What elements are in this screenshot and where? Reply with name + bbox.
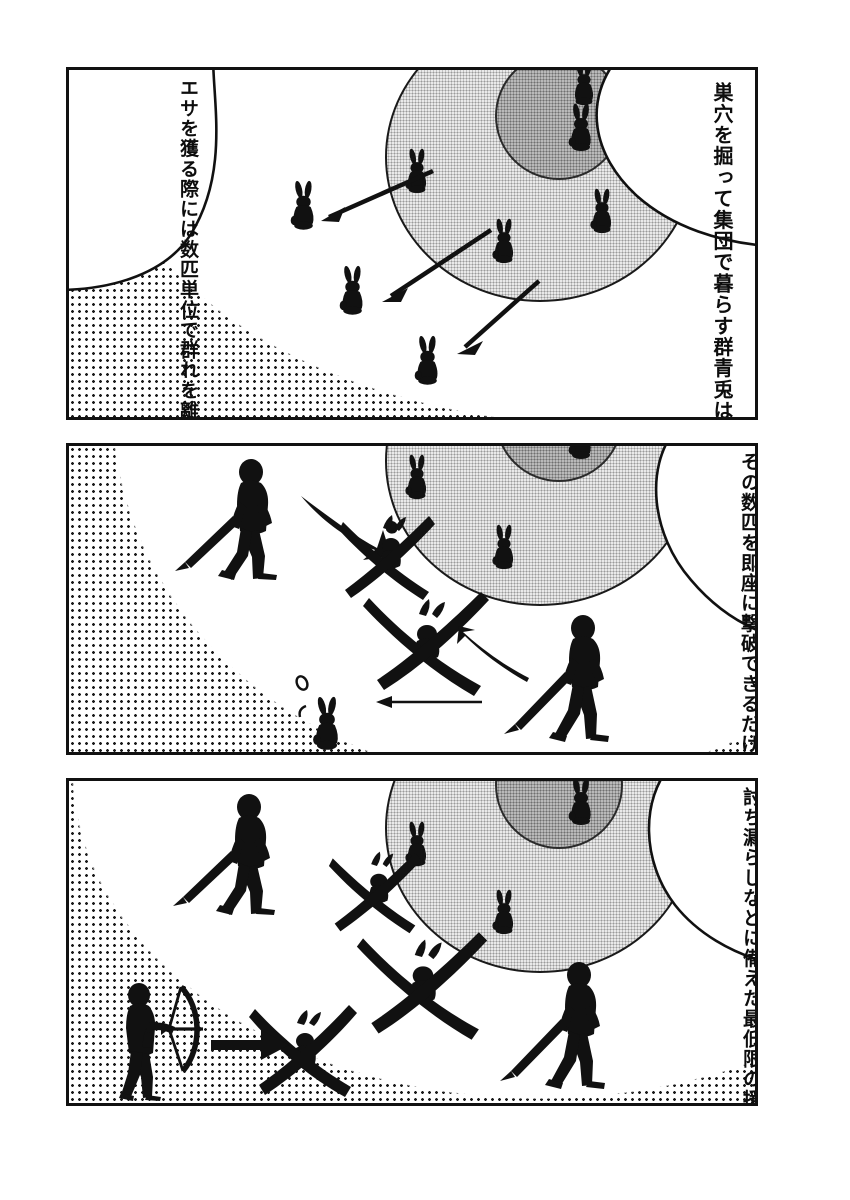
rabbit-in-nest	[565, 446, 597, 461]
dispersal-arrow	[367, 222, 497, 312]
narration-balloon-right-shape	[567, 446, 755, 673]
x-mark-defeated	[354, 926, 490, 1048]
rabbit-foraging	[411, 335, 444, 387]
dispersal-arrow	[309, 165, 439, 235]
narration-text-panel1-right: 巣穴を掘って集団で暮らす群青兎は	[710, 82, 732, 420]
attack-arrow-thick	[299, 494, 395, 566]
swordsman-silhouette	[504, 614, 641, 742]
x-mark-defeated	[247, 999, 357, 1103]
rabbit-foraging	[287, 180, 320, 232]
narration-balloon-right-shape	[541, 70, 755, 290]
x-mark-defeated	[337, 506, 437, 606]
rabbit-in-nest	[489, 889, 519, 936]
sweat-drop-icon	[297, 704, 311, 720]
x-mark-defeated	[327, 843, 423, 939]
rabbit-in-nest	[565, 103, 597, 153]
narration-text-panel3: 討ち漏らしなどに備えた最低限の援護で作戦を遂行します	[740, 787, 758, 1103]
rabbit-in-nest	[569, 70, 599, 107]
dispersal-arrow	[439, 275, 549, 365]
rabbit-in-nest	[565, 781, 597, 827]
archer-silhouette	[109, 981, 221, 1101]
narration-balloon-right-shape	[559, 781, 755, 993]
x-mark-defeated	[361, 586, 491, 704]
swordsman-silhouette	[500, 961, 637, 1089]
panel-1: 巣穴を掘って集団で暮らす群青兎は エサを獲る際には数匹単位で群れを離れるので	[66, 67, 758, 420]
swordsman-silhouette	[173, 793, 307, 915]
panel-3: 討ち漏らしなどに備えた最低限の援護で作戦を遂行します	[66, 778, 758, 1106]
rabbit-fleeing	[309, 696, 345, 752]
narration-text-panel1-left: エサを獲る際には数匹単位で群れを離れるので	[177, 78, 198, 420]
rabbit-foraging	[336, 265, 369, 317]
rabbit-in-nest	[587, 188, 617, 235]
panel-2: その数匹を即座に撃破できるだけの少数精鋭の戦力と——	[66, 443, 758, 755]
swordsman-silhouette	[175, 458, 309, 580]
rabbit-in-nest	[489, 524, 519, 571]
narration-text-panel2: その数匹を即座に撃破できるだけの少数精鋭の戦力と——	[738, 452, 758, 755]
rabbit-in-nest	[402, 454, 432, 501]
retreat-arrow-thin	[374, 691, 484, 713]
narration-balloon-left-shape	[69, 70, 253, 292]
rabbit-in-nest	[489, 218, 519, 265]
attack-arrow-thick	[457, 626, 531, 684]
support-arrow	[211, 1026, 291, 1064]
sweat-drop-icon	[294, 674, 310, 692]
